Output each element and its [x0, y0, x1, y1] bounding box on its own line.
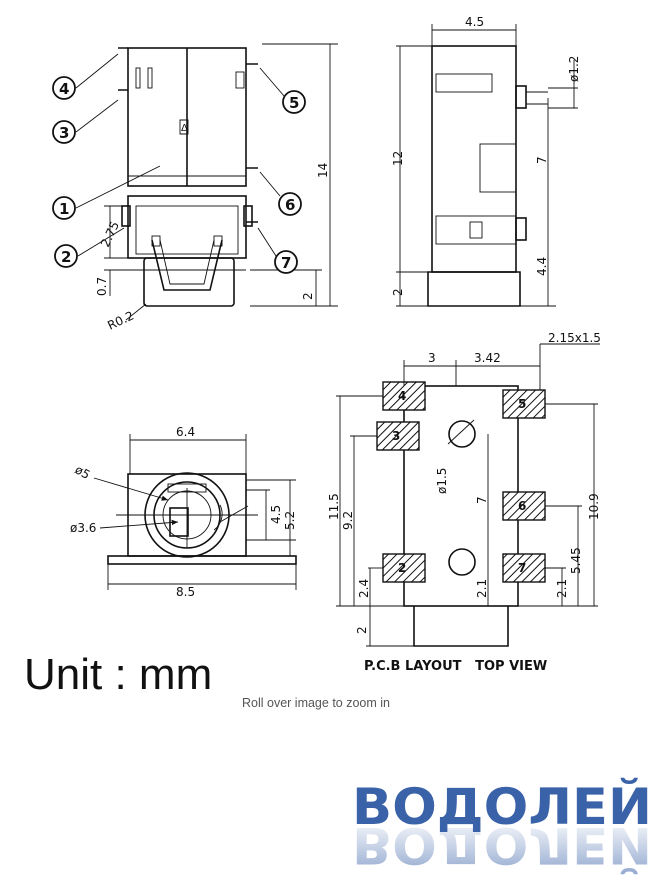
pad-7 — [502, 553, 546, 583]
zoom-hint[interactable]: Roll over image to zoom in — [242, 696, 390, 710]
svg-text:7: 7 — [518, 561, 526, 575]
brand-logo: ВОДОЛЕЙ ВОДОЛЕЙ — [352, 777, 652, 875]
dim-bottom-total: 8.5 — [176, 585, 195, 599]
svg-text:5: 5 — [518, 397, 526, 411]
callout-2 — [54, 244, 78, 268]
svg-text:4: 4 — [59, 80, 69, 98]
dim-pcb-2-4: 2.1 — [475, 579, 489, 598]
dim-base: 2 — [301, 292, 315, 300]
dim-hole-spacing: 7 — [475, 496, 489, 504]
dim-pin-diameter: ø1.2 — [567, 56, 581, 82]
pad-3 — [376, 421, 420, 451]
pcb-title: P.C.B LAYOUT TOP VIEW — [364, 659, 547, 674]
callout-6 — [278, 192, 302, 216]
dim-bottom-height-a: 4.5 — [269, 505, 283, 524]
front-view: Δ 14 2.75 0.7 2 R0.2 — [95, 43, 338, 333]
pcb-layout: 4 5 3 6 2 7 3 3.42 2.15x1.5 11.5 9.2 2.4… — [327, 331, 601, 674]
bottom-view: 6.4 ø5 ø3.6 4.5 5.2 8.5 — [70, 425, 297, 599]
svg-text:6: 6 — [518, 499, 526, 513]
dim-side-base: 2 — [391, 288, 405, 296]
callout-3 — [52, 120, 76, 144]
dim-side-height: 12 — [391, 151, 405, 166]
callouts: 4 3 1 2 5 6 7 — [52, 53, 306, 274]
dim-pcb-2-1-left: 2.4 — [357, 579, 371, 598]
dim-pcb-11-5: 11.5 — [327, 493, 341, 520]
dim-pcb-5-45: 5.45 — [569, 547, 583, 574]
dim-bottom-height-b: 5.2 — [283, 511, 297, 530]
svg-text:3: 3 — [59, 124, 69, 142]
pad-2 — [382, 553, 426, 583]
dim-pin-offset: 4.4 — [535, 257, 549, 276]
dim-pcb-3-42: 3.42 — [474, 351, 501, 365]
technical-drawing: Δ 14 2.75 0.7 2 R0.2 4 — [52, 15, 601, 674]
dim-inner-diameter: ø3.6 — [70, 521, 96, 535]
svg-text:2: 2 — [61, 248, 71, 266]
dim-pin-spacing: 7 — [535, 156, 549, 164]
svg-text:1: 1 — [59, 200, 69, 218]
dim-pcb-10-9: 10.9 — [587, 493, 601, 520]
svg-text:3: 3 — [392, 429, 400, 443]
svg-text:ВОДОЛЕЙ: ВОДОЛЕЙ — [352, 777, 652, 836]
unit-label: Unit : mm — [24, 650, 213, 699]
dim-hole-diameter: ø1.5 — [435, 468, 449, 494]
dim-pcb-2-1-right: 2.1 — [555, 579, 569, 598]
dim-pcb-9-2: 9.2 — [341, 511, 355, 530]
svg-text:ВОДОЛЕЙ: ВОДОЛЕЙ — [352, 816, 652, 875]
dim-pad-size: 2.15x1.5 — [548, 331, 601, 345]
dim-lower-pin: 0.7 — [95, 277, 109, 296]
svg-text:6: 6 — [285, 196, 295, 214]
dim-side-width: 4.5 — [465, 15, 484, 29]
callout-1 — [52, 196, 76, 220]
svg-text:2: 2 — [398, 561, 406, 575]
triangle-mark-icon: Δ — [181, 123, 188, 134]
dim-upper-pin: 2.75 — [98, 219, 122, 249]
callout-7 — [274, 250, 298, 274]
svg-text:4: 4 — [398, 389, 406, 403]
side-view: 4.5 ø1.2 12 7 4.4 2 — [391, 15, 581, 307]
dim-outer-diameter: ø5 — [73, 462, 93, 482]
callout-4 — [52, 76, 76, 100]
dim-height: 14 — [316, 163, 330, 178]
svg-text:7: 7 — [281, 254, 291, 272]
callout-5 — [282, 90, 306, 114]
dim-radius: R0.2 — [105, 308, 136, 332]
dim-pcb-2: 2 — [355, 626, 369, 634]
dim-bottom-width: 6.4 — [176, 425, 195, 439]
dim-pcb-3: 3 — [428, 351, 436, 365]
svg-text:5: 5 — [289, 94, 299, 112]
pad-6 — [502, 491, 546, 521]
